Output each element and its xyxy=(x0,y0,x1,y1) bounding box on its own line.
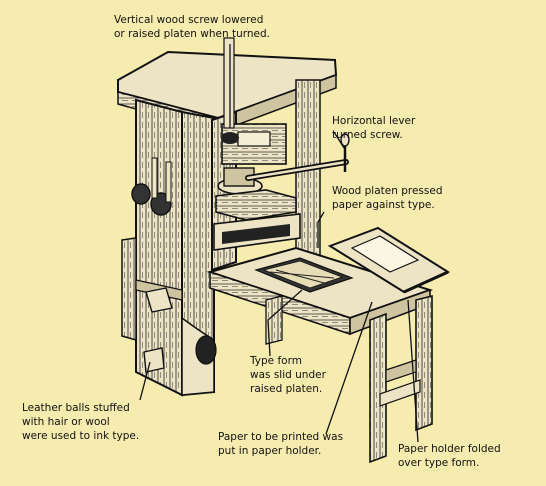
label-horizontal-lever: Horizontal lever turned screw. xyxy=(332,114,415,142)
label-paper-to-be-printed: Paper to be printed was put in paper hol… xyxy=(218,430,343,458)
label-leather-balls: Leather balls stuffed with hair or wool … xyxy=(22,401,139,443)
label-wood-platen: Wood platen pressed paper against type. xyxy=(332,184,442,212)
label-type-form: Type form was slid under raised platen. xyxy=(250,354,326,396)
left-upright xyxy=(122,100,216,395)
label-paper-holder-folded: Paper holder folded over type form. xyxy=(398,442,501,470)
label-vertical-screw: Vertical wood screw lowered or raised pl… xyxy=(114,13,270,41)
